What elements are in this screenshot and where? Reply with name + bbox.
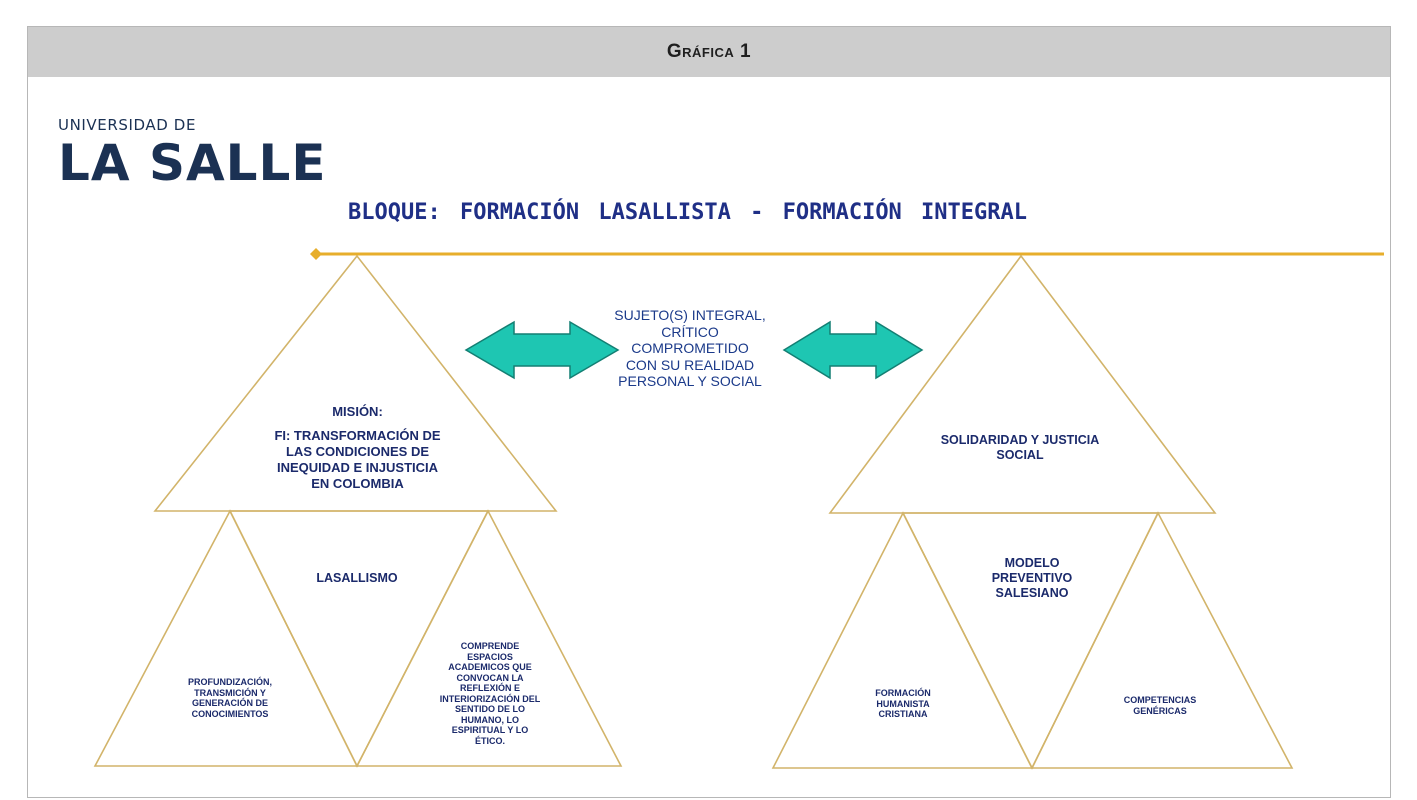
right-top-label: SOLIDARIDAD Y JUSTICIA SOCIAL xyxy=(920,433,1120,463)
logo-line2: LA SALLE xyxy=(58,134,327,192)
label-line: MODELO xyxy=(1004,556,1060,570)
figure-frame xyxy=(27,26,1391,798)
left-top-label: MISIÓN: FI: TRANSFORMACIÓN DE LAS CONDIC… xyxy=(250,404,465,492)
left-bottom-left-triangle xyxy=(93,509,359,767)
label-line: COMPETENCIAS xyxy=(1123,695,1197,705)
label-line: REFLEXIÓN E xyxy=(459,683,520,693)
label-line: GENÉRICAS xyxy=(1133,705,1187,716)
label-line: GENERACIÓN DE xyxy=(191,698,268,708)
logo-line1: UNIVERSIDAD DE xyxy=(58,116,197,134)
label-line: ESPACIOS xyxy=(467,651,513,662)
label-line: PREVENTIVO xyxy=(991,571,1073,585)
mision-line: LAS CONDICIONES DE xyxy=(285,444,429,459)
label-line: SENTIDO DE LO xyxy=(454,704,525,714)
diamond-marker xyxy=(310,248,322,260)
center-text: SUJETO(S) INTEGRAL, CRÍTICO COMPROMETIDO… xyxy=(600,307,780,390)
label-line: ACADEMICOS QUE xyxy=(448,662,532,672)
mision-line: INEQUIDAD E INJUSTICIA xyxy=(276,460,439,475)
label-line: SALESIANO xyxy=(995,586,1069,600)
left-bottom-left-label: PROFUNDIZACIÓN, TRANSMICIÓN Y GENERACIÓN… xyxy=(160,677,300,719)
right-inverted-triangle xyxy=(901,512,1160,770)
left-middle-label: LASALLISMO xyxy=(316,571,398,585)
right-bottom-left-triangle xyxy=(771,511,1034,769)
label-line: ESPIRITUAL Y LO xyxy=(451,725,529,735)
center-line: CON SU REALIDAD xyxy=(625,356,755,373)
label-line: CRISTIANA xyxy=(878,709,928,719)
label-line: ÉTICO. xyxy=(474,735,505,746)
center-line: COMPROMETIDO xyxy=(631,340,749,356)
center-line: CRÍTICO xyxy=(661,323,719,340)
right-middle-label: MODELO PREVENTIVO SALESIANO xyxy=(967,556,1097,601)
center-line: SUJETO(S) INTEGRAL, xyxy=(614,307,766,323)
right-bottom-right-label: COMPETENCIAS GENÉRICAS xyxy=(1100,695,1220,716)
label-line: FORMACIÓN xyxy=(875,688,931,698)
mision-line: FI: TRANSFORMACIÓN DE xyxy=(274,428,441,443)
label-line: INTERIORIZACIÓN DEL xyxy=(439,693,541,704)
right-bottom-right-triangle xyxy=(1030,511,1294,769)
label-line: TRANSMICIÓN Y xyxy=(194,687,266,698)
label-line: SOCIAL xyxy=(996,448,1044,462)
center-line: PERSONAL Y SOCIAL xyxy=(618,373,762,389)
label-line: CONOCIMIENTOS xyxy=(191,708,269,719)
label-line: HUMANO, LO xyxy=(461,714,519,725)
label-line: SOLIDARIDAD Y JUSTICIA xyxy=(940,433,1100,447)
label-line: COMPRENDE xyxy=(460,641,520,651)
label-line: PROFUNDIZACIÓN, xyxy=(188,677,272,687)
left-inverted-triangle xyxy=(228,510,490,768)
left-bottom-right-label: COMPRENDE ESPACIOS ACADEMICOS QUE CONVOC… xyxy=(420,641,560,746)
right-top-triangle xyxy=(828,254,1217,514)
label-line: CONVOCAN LA xyxy=(456,672,524,683)
block-title: BLOQUE: FORMACIÓN LASALLISTA - FORMACIÓN… xyxy=(348,200,1028,225)
university-logo: UNIVERSIDAD DE LA SALLE xyxy=(58,116,327,190)
figure-title: Gráfica 1 xyxy=(666,41,752,62)
double-arrow-left xyxy=(464,320,620,380)
right-bottom-left-label: FORMACIÓN HUMANISTA CRISTIANA xyxy=(853,688,953,720)
header-bar: Gráfica 1 xyxy=(28,27,1390,77)
mision-line: EN COLOMBIA xyxy=(311,476,404,491)
label-line: HUMANISTA xyxy=(876,698,930,709)
double-arrow-right xyxy=(782,320,924,380)
mision-heading: MISIÓN: xyxy=(332,404,383,419)
